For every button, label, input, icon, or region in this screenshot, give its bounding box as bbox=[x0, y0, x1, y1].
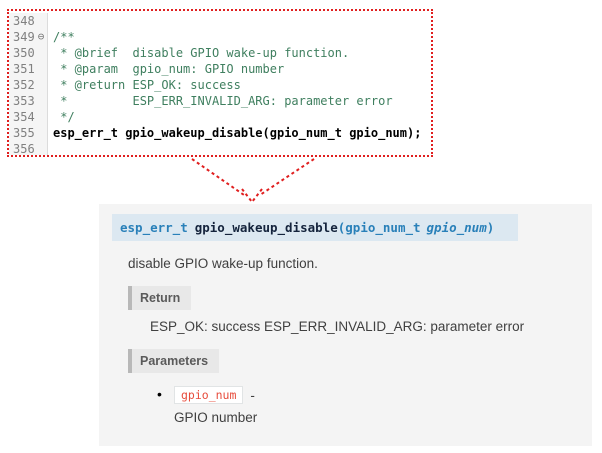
line-number: 351 bbox=[9, 61, 35, 77]
code-line: 354 */ bbox=[9, 109, 431, 125]
parameter-description: GPIO number bbox=[174, 410, 258, 425]
parameters-section-header: Parameters bbox=[128, 349, 220, 373]
parameter-name-code: gpio_num bbox=[174, 386, 244, 404]
code-editor-lines: 348 349 ⊖ /** 350 * @brief disable GPIO … bbox=[9, 11, 431, 155]
code-text[interactable]: * @param gpio_num: GPIO number bbox=[53, 62, 285, 76]
fold-marker-icon[interactable]: ⊖ bbox=[35, 29, 48, 45]
code-line: 351 * @param gpio_num: GPIO number bbox=[9, 61, 431, 77]
param-name: gpio_num bbox=[426, 220, 487, 235]
fold-marker-icon[interactable] bbox=[35, 13, 48, 29]
fold-marker-icon bbox=[35, 109, 48, 125]
code-text[interactable] bbox=[48, 141, 431, 155]
code-line: 348 bbox=[9, 13, 431, 29]
return-section-text: ESP_OK: success ESP_ERR_INVALID_ARG: par… bbox=[150, 319, 525, 334]
code-text[interactable]: * @brief disable GPIO wake-up function. bbox=[53, 46, 350, 60]
code-line: 355 esp_err_t gpio_wakeup_disable(gpio_n… bbox=[9, 125, 431, 141]
code-text[interactable]: * @return ESP_OK: success bbox=[53, 78, 241, 92]
fold-marker-icon bbox=[35, 93, 48, 109]
parameter-head: gpio_num - bbox=[174, 386, 257, 404]
line-number: 356 bbox=[9, 141, 35, 155]
function-brief: disable GPIO wake-up function. bbox=[128, 256, 318, 271]
parameter-item: gpio_num - GPIO number bbox=[157, 386, 592, 425]
fold-marker-icon bbox=[35, 141, 48, 155]
function-name: gpio_wakeup_disable bbox=[194, 220, 338, 235]
line-number: 353 bbox=[9, 93, 35, 109]
return-section-header: Return bbox=[128, 286, 192, 310]
bullet-icon bbox=[157, 386, 174, 425]
code-line: 350 * @brief disable GPIO wake-up functi… bbox=[9, 45, 431, 61]
fold-marker-icon bbox=[35, 77, 48, 93]
fold-marker-icon bbox=[35, 45, 48, 61]
code-line: 352 * @return ESP_OK: success bbox=[9, 77, 431, 93]
code-text[interactable]: */ bbox=[53, 110, 75, 124]
function-signature: esp_err_t gpio_wakeup_disable ( gpio_num… bbox=[112, 214, 518, 241]
code-text[interactable]: /** bbox=[53, 30, 75, 44]
code-line: 353 * ESP_ERR_INVALID_ARG: parameter err… bbox=[9, 93, 431, 109]
code-editor-snippet: 348 349 ⊖ /** 350 * @brief disable GPIO … bbox=[7, 9, 433, 157]
param-type-link[interactable]: gpio_num_t bbox=[345, 220, 421, 235]
parameter-body: gpio_num - GPIO number bbox=[174, 386, 257, 425]
line-number: 350 bbox=[9, 45, 35, 61]
arrow-down-icon bbox=[180, 157, 326, 205]
line-number: 348 bbox=[9, 13, 35, 29]
close-paren: ) bbox=[486, 220, 495, 235]
code-line: 356 bbox=[9, 141, 431, 155]
open-paren: ( bbox=[337, 220, 346, 235]
code-text[interactable]: * ESP_ERR_INVALID_ARG: parameter error bbox=[53, 94, 393, 108]
documentation-panel: esp_err_t gpio_wakeup_disable ( gpio_num… bbox=[99, 204, 592, 446]
line-number: 354 bbox=[9, 109, 35, 125]
code-text[interactable] bbox=[48, 13, 431, 29]
parameter-separator: - bbox=[250, 387, 255, 403]
fold-marker-icon bbox=[35, 125, 48, 141]
line-number: 355 bbox=[9, 125, 35, 141]
return-type-link[interactable]: esp_err_t bbox=[120, 220, 188, 235]
fold-marker-icon bbox=[35, 61, 48, 77]
line-number: 352 bbox=[9, 77, 35, 93]
code-text[interactable]: esp_err_t gpio_wakeup_disable(gpio_num_t… bbox=[53, 126, 422, 140]
code-line: 349 ⊖ /** bbox=[9, 29, 431, 45]
line-number: 349 bbox=[9, 29, 35, 45]
